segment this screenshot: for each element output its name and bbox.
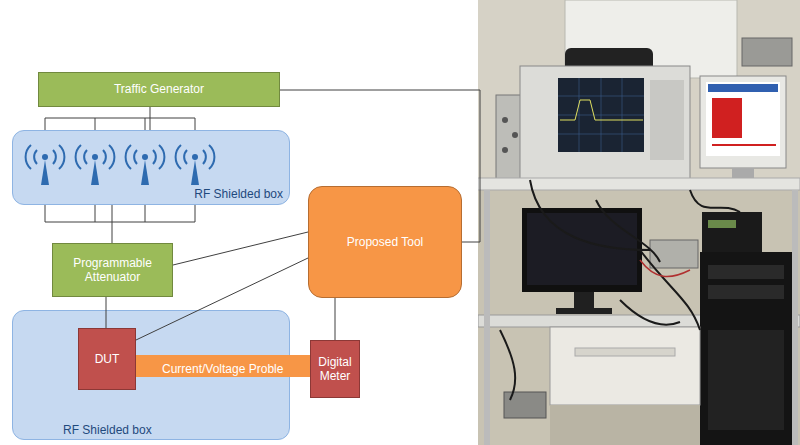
probe-band <box>136 355 310 377</box>
bus-lines <box>45 118 195 222</box>
device-box: DUT <box>78 328 136 390</box>
antenna-icons <box>26 145 215 185</box>
connector-line <box>280 90 480 242</box>
lab-photo <box>478 0 800 445</box>
shielded-region: RF Shielded box <box>12 130 290 205</box>
node-label: Programmable Attenuator <box>58 256 167 285</box>
node-label: Digital Meter <box>316 355 354 384</box>
connector-line <box>112 205 113 243</box>
tool-box: Proposed Tool <box>308 186 462 298</box>
node-label: DUT <box>95 352 120 366</box>
edge-label: Current/Voltage Proble <box>160 362 285 376</box>
meter-box: Digital Meter <box>310 340 360 398</box>
node-label: Traffic Generator <box>114 82 204 96</box>
connector-line <box>173 232 308 265</box>
node-label: RF Shielded box <box>63 423 152 437</box>
node-label: Proposed Tool <box>347 235 424 249</box>
connector-line <box>335 298 336 340</box>
process-box: Traffic Generator <box>38 72 280 107</box>
process-box: Programmable Attenuator <box>52 243 173 297</box>
node-label: RF Shielded box <box>194 187 283 201</box>
edge-label-box: Current/Voltage Proble <box>160 359 285 377</box>
connector-line <box>150 107 151 130</box>
connector-line <box>136 258 308 340</box>
connector-line <box>106 297 107 328</box>
